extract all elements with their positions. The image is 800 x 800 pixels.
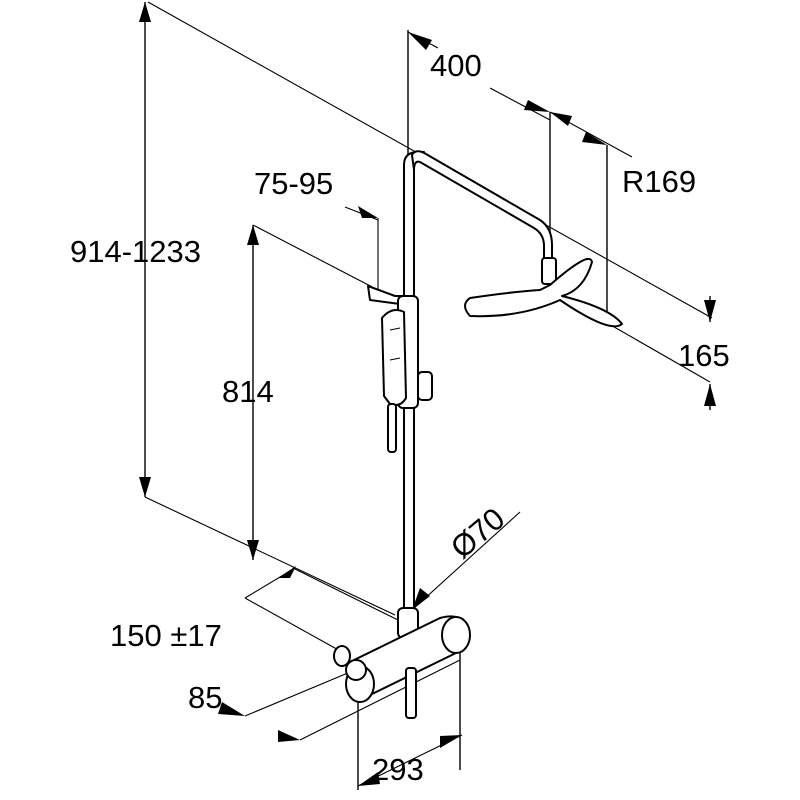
shower-column xyxy=(367,150,623,639)
left-inlet-connector xyxy=(333,645,351,667)
hand-shower-hose xyxy=(387,403,397,453)
arrow-overall-bottom xyxy=(139,477,151,497)
label-head-radius: R169 xyxy=(622,164,696,199)
arrow-head-bottom xyxy=(704,384,716,406)
rain-shower-head xyxy=(464,257,623,328)
label-inlet-spacing: 150 ±17 xyxy=(110,618,222,653)
label-pipe-diameter: Ø70 xyxy=(444,501,511,565)
arrow-mixer-width xyxy=(278,730,300,742)
hand-shower xyxy=(381,309,407,407)
label-mixer-width: 293 xyxy=(372,752,424,787)
label-hand-shower-offset: 75-95 xyxy=(254,166,333,201)
overhead-arm xyxy=(411,150,553,263)
overall-height-bottom-extension xyxy=(144,496,396,616)
slider-knob xyxy=(417,371,433,401)
wall-offset-line xyxy=(244,669,356,717)
arrow-wall-offset xyxy=(218,702,245,716)
arrow-mixer-left xyxy=(358,772,380,786)
mixer-width-leader xyxy=(299,659,461,741)
arrow-rail-bottom xyxy=(247,540,259,560)
arm-length-right-line xyxy=(489,87,551,121)
hand-shower-detail xyxy=(389,327,401,331)
outlet-spout xyxy=(405,667,417,719)
arrow-arm-left xyxy=(408,32,432,50)
label-rail-height: 814 xyxy=(222,374,274,409)
label-wall-offset: 85 xyxy=(188,680,222,715)
head-height-bottom-extension xyxy=(601,319,711,383)
diameter-leader xyxy=(411,511,521,611)
label-overall-height: 914-1233 xyxy=(70,234,201,269)
arrow-mixer-right xyxy=(440,735,462,748)
arrow-diameter xyxy=(412,588,430,610)
inlet-spacing-extension-right xyxy=(292,567,399,621)
arrow-radius-left xyxy=(550,112,572,126)
label-head-height: 165 xyxy=(678,338,730,373)
arrow-inlet-right xyxy=(278,566,296,578)
arrow-head-top xyxy=(704,300,716,322)
rail-height-top-extension xyxy=(252,224,379,291)
arrow-radius-right xyxy=(582,132,607,145)
label-arm-length: 400 xyxy=(430,48,482,83)
left-handle-cap xyxy=(345,659,367,681)
inlet-spacing-extension-left xyxy=(244,597,343,653)
arrow-hand-shower xyxy=(358,206,378,218)
arrow-overall-top xyxy=(139,2,151,22)
arrow-arm-right xyxy=(524,100,550,112)
arrowheads xyxy=(139,2,716,786)
thermostatic-mixer xyxy=(333,615,471,719)
arrow-rail-top xyxy=(247,225,259,245)
hand-shower-detail-2 xyxy=(389,357,401,361)
right-handle xyxy=(441,616,471,654)
head-connector xyxy=(541,257,557,285)
